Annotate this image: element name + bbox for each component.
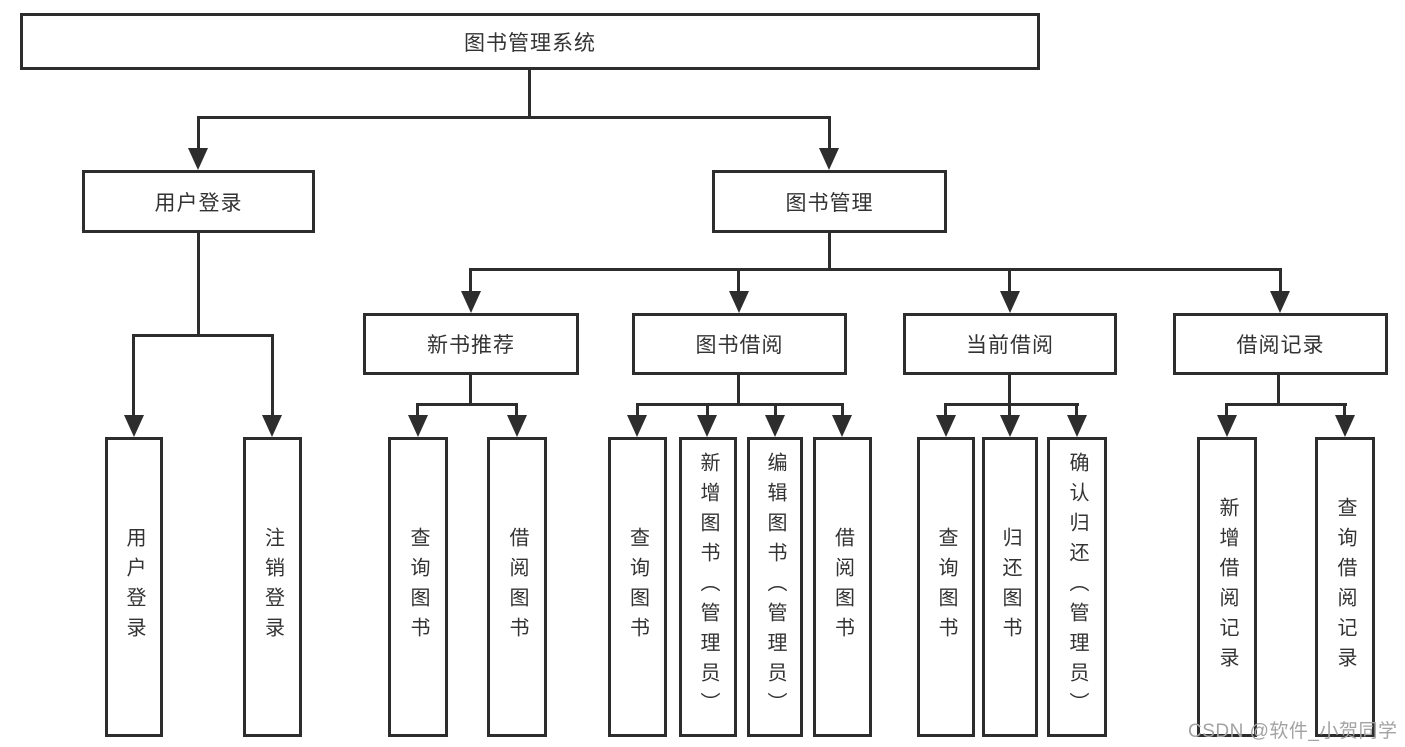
arrowhead-icon [461,291,481,313]
arrowhead-icon [507,415,527,437]
connector-shaft [944,403,947,417]
connector-vline-current-borrow [1008,375,1011,406]
leaf-label: 新增图书（管理员） [697,452,719,722]
node-book-borrow-label: 图书借阅 [695,334,784,357]
connector-shaft [416,403,419,417]
connector-shaft-new-book [469,268,472,293]
leaf-confirm-return-admin: 确认归还（管理员） [1047,437,1107,737]
connector-hline-book-borrow [636,403,844,406]
leaf-label: 注销登录 [261,527,284,647]
connector-hline-borrow-records [1225,403,1347,406]
arrowhead-icon [124,415,144,437]
connector-shaft-book-management [828,116,831,150]
leaf-label: 归还图书 [999,527,1021,647]
connector-shaft-current-borrow [1008,268,1011,293]
connector-hline-current-borrow [944,403,1079,406]
leaf-label: 查询图书 [626,527,649,647]
leaf-label: 用户登录 [123,527,145,647]
connector-hline-new-book [416,403,518,406]
connector-vline-user-login [197,233,200,336]
connector-shaft [1343,403,1346,417]
arrowhead-icon [1000,415,1020,437]
arrowhead-icon [697,415,717,437]
arrowhead-icon [1067,415,1087,437]
node-user-login-label: 用户登录 [154,191,243,215]
node-borrow-records: 借阅记录 [1173,313,1388,375]
node-book-borrow: 图书借阅 [632,313,847,375]
connector-shaft-user-login [197,116,200,150]
node-user-login: 用户登录 [82,170,315,233]
connector-vline-root [528,70,531,117]
connector-vline-new-book [469,375,472,406]
connector-shaft [1008,403,1011,417]
arrowhead-icon [188,148,208,170]
leaf-label: 查询借阅记录 [1334,497,1356,677]
node-book-management-label: 图书管理 [785,191,874,215]
arrowhead-icon [936,415,956,437]
node-root-label: 图书管理系统 [464,31,596,55]
arrowhead-icon [1335,415,1355,437]
arrowhead-icon [627,415,647,437]
arrowhead-icon [765,415,785,437]
leaf-logout: 注销登录 [243,437,302,737]
leaf-borrow-books-recommend: 借阅图书 [487,437,547,737]
node-current-borrow: 当前借阅 [903,313,1117,375]
leaf-label: 借阅图书 [831,527,854,647]
connector-shaft [515,403,518,417]
arrowhead-icon [819,148,839,170]
leaf-label: 查询图书 [407,527,429,647]
leaf-query-borrow-record: 查询借阅记录 [1315,437,1375,737]
arrowhead-icon [1217,415,1237,437]
leaf-edit-book-admin: 编辑图书（管理员） [747,437,803,737]
connector-shaft-borrow-records [1279,268,1282,293]
leaf-borrow-books: 借阅图书 [813,437,872,737]
node-new-book-recommend: 新书推荐 [363,313,579,375]
leaf-label: 查询图书 [935,527,957,647]
leaf-label: 确认归还（管理员） [1066,452,1088,722]
connector-vline-book-borrow [737,375,740,406]
arrowhead-icon [729,291,749,313]
watermark: CSDN @软件_小贺同学 [1188,721,1398,742]
leaf-query-books-borrow: 查询图书 [608,437,667,737]
leaf-query-books-recommend: 查询图书 [388,437,448,737]
node-book-management: 图书管理 [712,170,947,233]
leaf-add-book-admin: 新增图书（管理员） [679,437,737,737]
connector-shaft [774,403,777,417]
connector-shaft [706,403,709,417]
connector-shaft [841,403,844,417]
leaf-label: 编辑图书（管理员） [764,452,786,722]
connector-hline-level3 [469,268,1282,271]
connector-hline-root [197,116,831,119]
leaf-label: 新增借阅记录 [1216,497,1238,677]
connector-shaft-book-borrow [737,268,740,293]
node-borrow-records-label: 借阅记录 [1236,334,1325,357]
connector-shaft [1225,403,1228,417]
node-root: 图书管理系统 [20,13,1040,70]
arrowhead-icon [408,415,428,437]
arrowhead-icon [832,415,852,437]
arrowhead-icon [1270,291,1290,313]
connector-shaft-leaf-user-login [132,334,135,417]
connector-shaft [1075,403,1078,417]
connector-shaft-leaf-logout [271,334,274,417]
arrowhead-icon [1000,291,1020,313]
node-current-borrow-label: 当前借阅 [966,334,1054,357]
arrowhead-icon [262,415,282,437]
connector-shaft [636,403,639,417]
node-new-book-recommend-label: 新书推荐 [427,334,515,357]
leaf-query-books-current: 查询图书 [917,437,975,737]
leaf-add-borrow-record: 新增借阅记录 [1197,437,1257,737]
leaf-user-login: 用户登录 [105,437,163,737]
leaf-return-books: 归还图书 [982,437,1038,737]
connector-hline-user-login [132,334,274,337]
leaf-label: 借阅图书 [506,527,528,647]
connector-vline-book-management [828,233,831,271]
connector-vline-borrow-records [1277,375,1280,406]
